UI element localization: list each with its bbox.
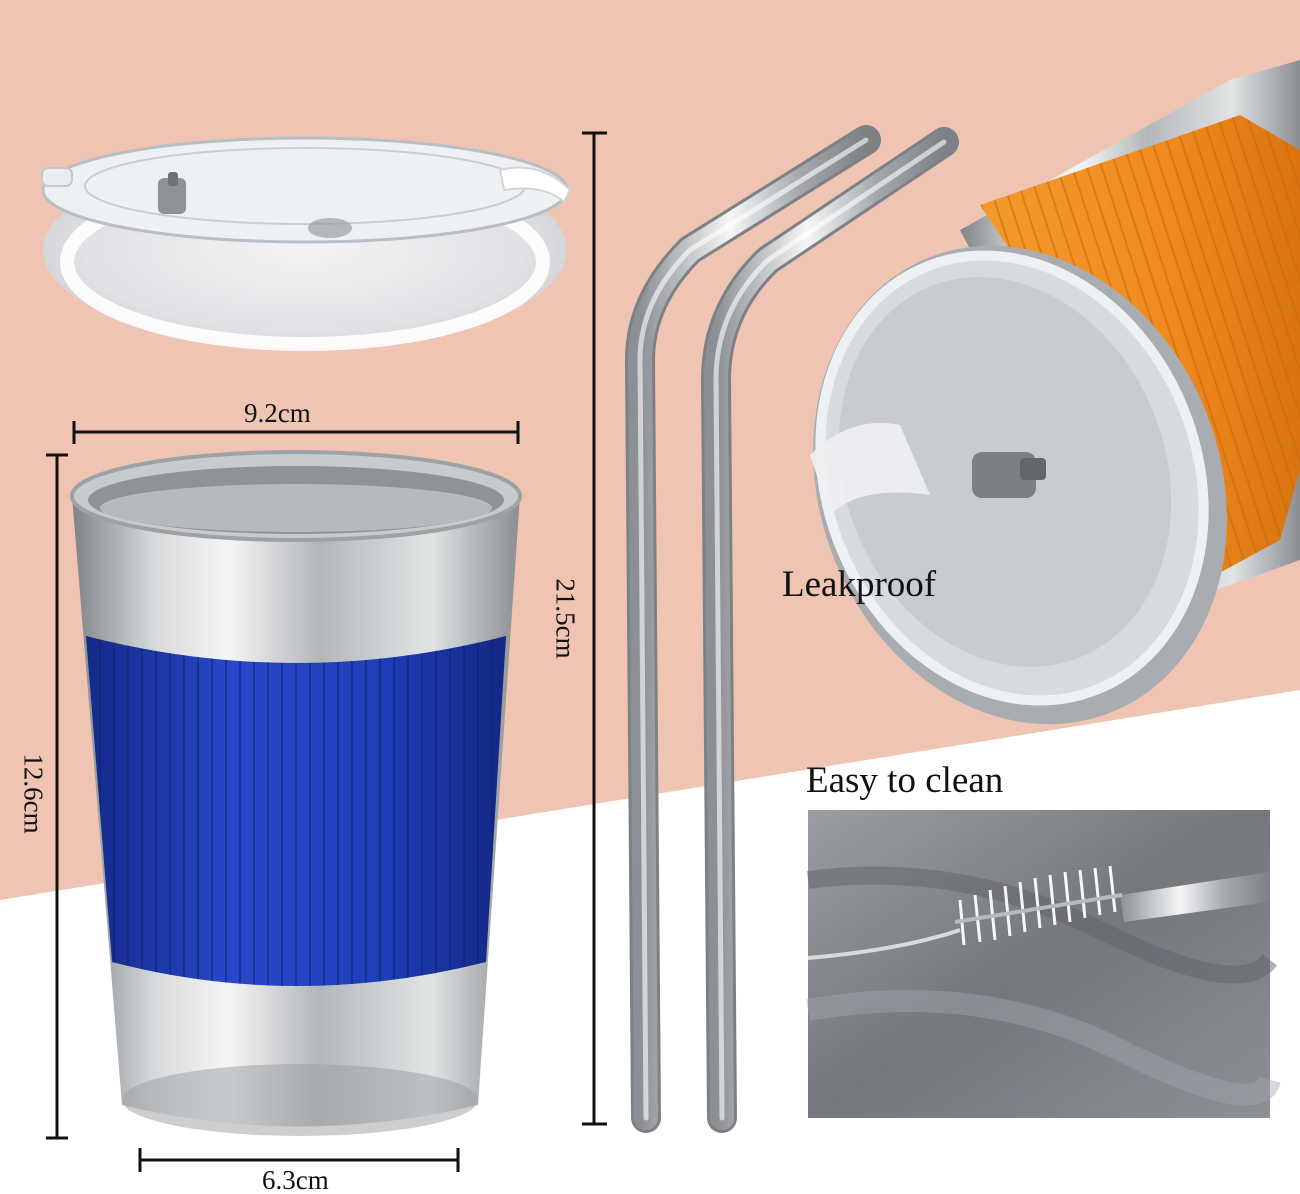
bottom-width-label: 6.3cm: [262, 1165, 329, 1194]
straw-brush-photo: [806, 810, 1281, 1118]
top-width-label: 9.2cm: [244, 398, 311, 428]
dimension-lines: [46, 131, 607, 1172]
tumbler-top-photo: [810, 60, 1300, 725]
cup-height-label: 12.6cm: [18, 753, 49, 834]
leakproof-label: Leakproof: [782, 564, 937, 605]
tumbler-lid-photo: [41, 136, 572, 351]
bent-straws-photo: [624, 125, 959, 1133]
straw-length-label: 21.5cm: [550, 578, 581, 659]
easy-to-clean-label: Easy to clean: [806, 760, 1004, 801]
steel-cup-photo: [70, 450, 522, 1136]
